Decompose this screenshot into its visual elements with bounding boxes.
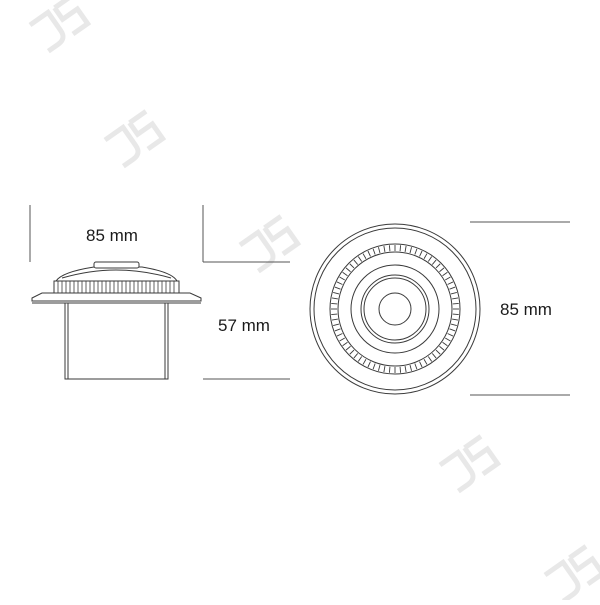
knurl-tick: [427, 356, 433, 362]
outer-flange-inner-circle: [313, 227, 477, 391]
knurl-tick: [449, 286, 456, 290]
knurl-tick: [445, 337, 451, 342]
knurl-tick: [447, 281, 454, 285]
knurl-tick: [372, 363, 376, 370]
knurl-tick: [339, 337, 345, 342]
knurl-tick: [431, 259, 437, 265]
center-hole: [378, 292, 412, 326]
top-knurl-ticks: [331, 245, 459, 373]
knurled-ring-inner: [337, 251, 453, 367]
knurl-tick: [404, 366, 407, 373]
top-diameter-label: 85 mm: [500, 300, 552, 319]
knurl-tick: [331, 313, 338, 316]
flange: [31, 292, 202, 302]
knurl-tick: [342, 271, 348, 277]
watermark-logos: [28, 0, 600, 604]
knurl-tick: [336, 281, 343, 285]
knurled-ring: [53, 280, 180, 294]
knurl-tick: [435, 349, 441, 355]
knurl-tick: [383, 245, 386, 252]
top-view: [309, 221, 570, 396]
knurl-tick: [336, 333, 343, 337]
knurl-tick: [388, 366, 391, 373]
knurl-tick: [439, 345, 445, 351]
knurl-tick: [342, 341, 348, 347]
knurl-tick: [450, 323, 457, 326]
knurl-tick: [450, 292, 457, 295]
cap-inner-circle: [363, 277, 427, 341]
knurl-tick: [449, 328, 456, 332]
knurl-tick: [333, 292, 340, 295]
knurl-tick: [339, 276, 345, 281]
knurl-tick: [414, 248, 418, 255]
knurl-tick: [357, 256, 363, 262]
knurl-tick: [423, 359, 428, 365]
knurl-tick: [362, 359, 367, 365]
knurl-tick: [378, 364, 381, 371]
side-view: [29, 205, 290, 380]
knurl-tick: [399, 245, 402, 252]
knurl-tick: [427, 256, 433, 262]
knurl-tick: [442, 341, 448, 347]
knurl-tick: [334, 328, 341, 332]
knurl-tick: [388, 245, 391, 252]
top-knob: [93, 261, 140, 269]
knurl-tick: [445, 276, 451, 281]
knurl-tick: [452, 318, 459, 321]
knurl-tick: [345, 345, 351, 351]
cap-circle: [360, 274, 430, 344]
knurl-tick: [447, 333, 454, 337]
knurled-ring-outer: [329, 243, 461, 375]
side-width-label: 85 mm: [86, 226, 138, 245]
knurl-tick: [452, 297, 459, 300]
knurl-tick: [439, 267, 445, 273]
knurl-tick: [334, 286, 341, 290]
knurl-tick: [367, 361, 371, 368]
knurl-tick: [431, 353, 437, 359]
knurl-tick: [372, 248, 376, 255]
side-height-label: 57 mm: [218, 316, 270, 335]
knurl-tick: [399, 366, 402, 373]
knurl-tick: [452, 302, 459, 305]
knurl-tick: [362, 253, 367, 259]
knurl-tick: [331, 297, 338, 300]
dome-circle: [350, 264, 440, 354]
knurl-tick: [331, 302, 338, 305]
knurl-tick: [331, 318, 338, 321]
knurl-tick: [435, 263, 441, 269]
knurl-tick: [409, 364, 412, 371]
knurl-tick: [383, 366, 386, 373]
knurl-tick: [414, 363, 418, 370]
knurl-tick: [333, 323, 340, 326]
knurl-tick: [419, 361, 423, 368]
knurl-tick: [419, 250, 423, 257]
knurl-tick: [442, 271, 448, 277]
knurl-tick: [452, 313, 459, 316]
body-cylinder: [64, 302, 169, 380]
knurl-tick: [349, 263, 355, 269]
knurl-tick: [409, 247, 412, 254]
knurl-tick: [349, 349, 355, 355]
knurl-tick: [423, 253, 428, 259]
knurl-tick: [357, 356, 363, 362]
knurl-lines: [57, 281, 175, 293]
outer-flange-circle: [309, 223, 481, 395]
knurl-tick: [353, 259, 359, 265]
domed-cap: [55, 266, 178, 282]
knurl-tick: [353, 353, 359, 359]
knurl-tick: [378, 247, 381, 254]
knurl-tick: [367, 250, 371, 257]
knurl-tick: [404, 245, 407, 252]
knurl-tick: [345, 267, 351, 273]
